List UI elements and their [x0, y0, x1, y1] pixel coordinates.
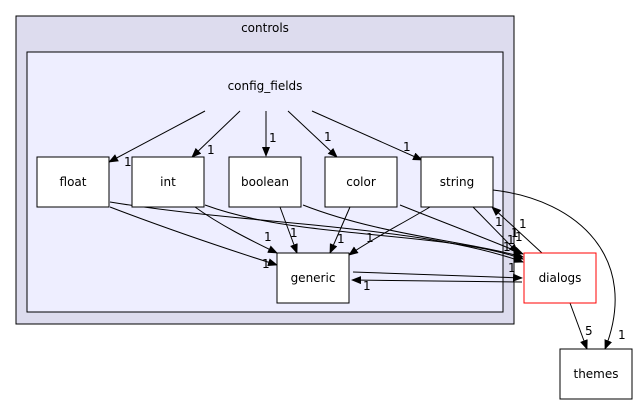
node-color-label: color: [346, 175, 376, 189]
edge-label-int-dialogs: 1: [507, 233, 515, 247]
edge-label-string-themes: 1: [618, 328, 626, 342]
edge-label-float-generic: 1: [262, 257, 270, 271]
edge-color-generic: [329, 206, 351, 254]
edge-label-config-fields-color: 1: [324, 130, 332, 144]
edge-label-dialogs-themes: 5: [585, 324, 593, 338]
edge-label-float-dialogs: 1: [503, 240, 511, 254]
edge-float-dialogs: [109, 201, 524, 263]
node-string[interactable]: string: [420, 156, 494, 208]
node-dialogs[interactable]: dialogs: [523, 252, 597, 304]
edge-boolean-generic: [279, 206, 298, 254]
edge-generic-dialogs: [352, 271, 523, 282]
edge-string-generic: [348, 206, 431, 256]
edge-label-config-fields-string: 1: [403, 140, 411, 154]
edge-config-fields-int: [191, 110, 241, 158]
edge-label-config-fields-float: 1: [124, 155, 132, 169]
edge-dialogs-generic: [351, 276, 523, 285]
edge-string-dialogs: [472, 206, 519, 254]
edges: [108, 110, 616, 350]
node-boolean[interactable]: boolean: [228, 156, 302, 208]
node-int[interactable]: int: [131, 156, 205, 208]
edge-label-color-generic: 1: [337, 232, 345, 246]
node-generic[interactable]: generic: [276, 252, 350, 304]
edge-dialogs-themes: [569, 302, 588, 350]
edge-labels: 1 1 1 1 1 1 1 1 1 1 1 1 1 1 1 1 1 1 5 1: [124, 130, 626, 342]
node-dialogs-label: dialogs: [539, 271, 582, 285]
node-int-label: int: [160, 175, 176, 189]
edge-label-int-generic: 1: [264, 230, 272, 244]
node-string-label: string: [440, 175, 474, 189]
edge-int-dialogs: [204, 204, 524, 260]
edge-label-color-dialogs: 1: [495, 215, 503, 229]
node-themes-label: themes: [573, 367, 618, 381]
edge-boolean-dialogs: [302, 204, 524, 259]
node-float[interactable]: float: [36, 156, 110, 208]
edge-label-dialogs-generic: 1: [363, 279, 371, 293]
edge-int-generic: [194, 206, 278, 254]
edge-label-config-fields-boolean: 1: [269, 131, 277, 145]
edge-label-boolean-dialogs: 1: [511, 226, 519, 240]
node-generic-label: generic: [291, 271, 336, 285]
edge-label-string-dialogs: 1: [515, 230, 523, 244]
edge-string-themes: [492, 189, 616, 350]
edge-config-fields-color: [287, 110, 338, 158]
edge-label-config-fields-int: 1: [207, 143, 215, 157]
edge-label-string-generic: 1: [366, 231, 374, 245]
edge-config-fields-float: [108, 110, 206, 163]
node-float-label: float: [60, 175, 87, 189]
node-color[interactable]: color: [324, 156, 398, 208]
node-themes[interactable]: themes: [559, 348, 633, 400]
node-boolean-label: boolean: [241, 175, 289, 189]
cluster-controls-label[interactable]: controls: [241, 21, 289, 35]
edge-label-generic-dialogs: 1: [508, 261, 516, 275]
edge-dialogs-string: [491, 206, 543, 254]
cluster-config-fields-label[interactable]: config_fields: [228, 79, 303, 93]
edge-float-generic: [109, 206, 278, 267]
edge-config-fields-string: [311, 110, 423, 161]
edge-label-boolean-generic: 1: [290, 226, 298, 240]
edge-label-dialogs-string: 1: [519, 217, 527, 231]
